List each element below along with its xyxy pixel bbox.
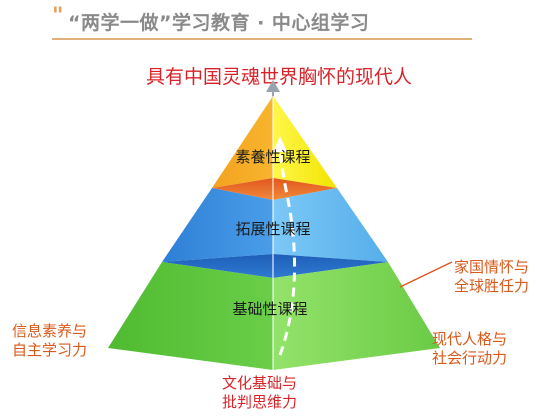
- outcome-right-upper-line2: 全球胜任力: [454, 277, 530, 295]
- header-divider: [52, 38, 472, 40]
- outcome-right-lower: 现代人格与 社会行动力: [432, 330, 507, 368]
- top-tier-left-face: [212, 96, 273, 188]
- middle-tier-band: [162, 254, 388, 278]
- dashed-arrow-head: [273, 136, 287, 152]
- middle-tier-left-face: [162, 188, 273, 262]
- outcome-right-lower-line2: 社会行动力: [432, 349, 508, 367]
- header-quote-mark: ": [52, 4, 64, 29]
- header-title: “两学一做”学习教育 · 中心组学习: [68, 12, 370, 34]
- outcome-bottom: 文化基础与 批判思维力: [222, 374, 297, 412]
- goal-title: 具有中国灵魂世界胸怀的现代人: [145, 66, 412, 88]
- apex-arrow-head: [266, 80, 280, 92]
- top-tier-right-face: [273, 96, 337, 188]
- outcome-left-line1: 信息素养与: [12, 322, 88, 340]
- top-tier-band: [212, 178, 337, 200]
- outcome-right-upper-line1: 家国情怀与: [454, 258, 530, 276]
- middle-tier-label: 拓展性课程: [235, 220, 311, 238]
- outcome-left: 信息素养与 自主学习力: [12, 322, 87, 360]
- outcome-right-lower-line1: 现代人格与: [432, 330, 508, 348]
- bottom-tier-label: 基础性课程: [232, 300, 308, 318]
- outcome-bottom-line1: 文化基础与: [222, 374, 298, 392]
- dashed-growth-arrow: [278, 149, 297, 356]
- bottom-tier-left-face: [108, 262, 273, 370]
- outcome-bottom-line2: 批判思维力: [222, 393, 298, 411]
- bottom-tier-right-face: [273, 262, 440, 370]
- middle-tier-right-face: [273, 188, 388, 262]
- outcome-left-line2: 自主学习力: [12, 341, 88, 359]
- top-tier-label: 素養性课程: [235, 148, 311, 166]
- outcome-right-upper: 家国情怀与 全球胜任力: [454, 258, 529, 296]
- connector-line: [399, 261, 453, 288]
